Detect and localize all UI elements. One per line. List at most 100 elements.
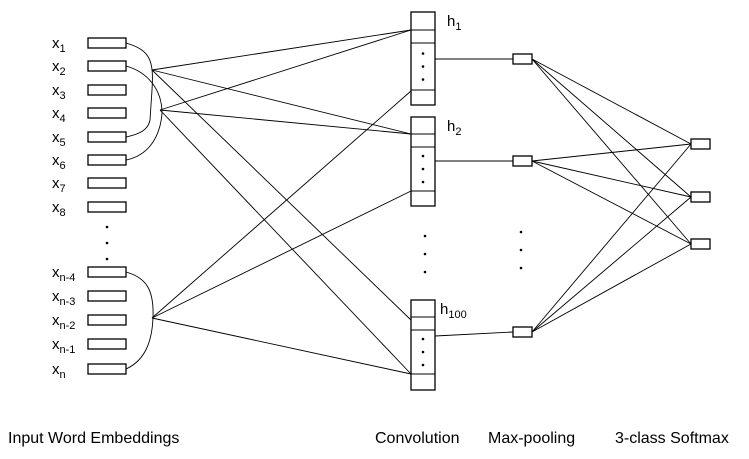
caption-3-class-softmax: 3-class Softmax: [615, 430, 729, 447]
bracket-window-2: [125, 65, 163, 161]
input-label-subscript: n-2: [60, 320, 76, 332]
input-label-subscript: 8: [60, 207, 66, 219]
filter-label: h100: [440, 301, 467, 321]
pooling-ellipsis-dot: [519, 266, 523, 270]
max-pooling-box: [512, 326, 533, 338]
edge-pool-to-softmax: [531, 160, 692, 198]
edge-pool-to-softmax: [531, 196, 692, 333]
max-pooling-box: [512, 155, 533, 167]
input-label-subscript: n-1: [60, 344, 76, 356]
edge-pool-to-softmax: [531, 160, 692, 245]
input-embedding-box: [87, 37, 127, 49]
input-label: x2: [52, 58, 66, 78]
connection-edges: [125, 29, 692, 375]
edge-pool-to-softmax: [531, 243, 692, 333]
input-embedding-box: [87, 177, 127, 189]
input-label-subscript: 2: [60, 66, 66, 78]
input-embedding-box: [87, 266, 127, 278]
input-ellipsis-dot: [105, 241, 109, 245]
input-embedding-box: [87, 338, 127, 350]
input-label: xn-3: [52, 288, 75, 308]
edge-conv-to-pool: [434, 331, 514, 337]
filter-label-subscript: 2: [455, 126, 461, 138]
input-label: xn-2: [52, 312, 75, 332]
input-label: xn: [52, 361, 66, 381]
input-embedding-box: [87, 131, 127, 143]
input-ellipsis-dot: [105, 225, 109, 229]
input-label: xn-4: [52, 264, 75, 284]
edge-input-to-h100: [159, 109, 412, 375]
input-label: x1: [52, 35, 66, 55]
filter-label: h2: [447, 118, 461, 138]
input-embedding-box: [87, 201, 127, 213]
edge-input-to-h2: [151, 190, 412, 319]
edge-pool-to-softmax: [531, 58, 692, 198]
edge-pool-to-softmax: [531, 58, 692, 145]
filter-ellipsis-dot: [421, 65, 425, 68]
filter-label-subscript: 100: [448, 309, 466, 321]
filter-ellipsis-dot: [421, 350, 425, 354]
filter-column: [410, 11, 436, 106]
caption-input-word-embeddings: Input Word Embeddings: [8, 430, 179, 447]
input-label-subscript: 3: [60, 90, 66, 102]
input-label: x7: [52, 175, 66, 195]
softmax-output-box: [690, 138, 711, 150]
edge-input-to-h2: [159, 109, 412, 135]
input-label-subscript: n-3: [60, 296, 76, 308]
filter-column: [410, 299, 436, 391]
input-label-subscript: 1: [60, 43, 66, 55]
filter-gap-ellipsis-dot: [423, 270, 427, 274]
ellipsis-dots: [105, 52, 523, 367]
edge-pool-to-softmax: [531, 143, 692, 333]
edge-input-to-h1: [151, 90, 412, 319]
filter-column: [410, 116, 436, 207]
filter-ellipsis-dot: [421, 52, 425, 55]
pooling-ellipsis-dot: [519, 230, 523, 234]
input-label-subscript: 6: [60, 160, 66, 172]
input-label: x6: [52, 152, 66, 172]
softmax-output-box: [690, 191, 711, 203]
edge-pool-to-softmax: [531, 58, 692, 245]
input-label: x4: [52, 105, 66, 125]
input-label: x3: [52, 82, 66, 102]
pooling-ellipsis-dot: [519, 248, 523, 252]
input-label-subscript: 5: [60, 137, 66, 149]
softmax-output-box: [690, 238, 711, 250]
edge-pool-to-softmax: [531, 143, 692, 162]
input-label-subscript: 4: [60, 113, 66, 125]
input-embedding-box: [87, 290, 127, 302]
edge-input-to-h1: [159, 29, 412, 111]
input-embedding-box: [87, 314, 127, 326]
input-label-subscript: n-4: [60, 272, 76, 284]
caption-max-pooling: Max-pooling: [488, 430, 575, 447]
edge-input-to-h100: [151, 317, 412, 375]
filter-gap-ellipsis-dot: [423, 252, 427, 256]
edge-input-to-h100: [151, 69, 412, 321]
neuron-boxes: [87, 11, 711, 391]
input-label: xn-1: [52, 336, 75, 356]
bracket-window-1: [125, 42, 153, 138]
filter-gap-ellipsis-dot: [423, 234, 427, 238]
bracket-window-3: [125, 271, 154, 370]
filter-ellipsis-dot: [421, 78, 425, 81]
input-embedding-box: [87, 84, 127, 96]
input-label-subscript: n: [60, 369, 66, 381]
max-pooling-box: [512, 53, 533, 65]
filter-label: h1: [447, 13, 461, 33]
input-embedding-box: [87, 107, 127, 119]
input-embedding-box: [87, 154, 127, 166]
input-embedding-box: [87, 60, 127, 72]
filter-ellipsis-dot: [421, 154, 425, 158]
filter-ellipsis-dot: [421, 337, 425, 341]
input-label: x5: [52, 129, 66, 149]
input-embedding-box: [87, 363, 127, 375]
caption-convolution: Convolution: [375, 430, 460, 447]
edge-input-to-h1: [151, 29, 412, 71]
edge-input-to-h2: [151, 69, 412, 135]
filter-label-subscript: 1: [455, 21, 461, 33]
input-label-subscript: 7: [60, 183, 66, 195]
filter-ellipsis-dot: [421, 167, 425, 171]
input-ellipsis-dot: [105, 257, 109, 261]
input-label: x8: [52, 199, 66, 219]
